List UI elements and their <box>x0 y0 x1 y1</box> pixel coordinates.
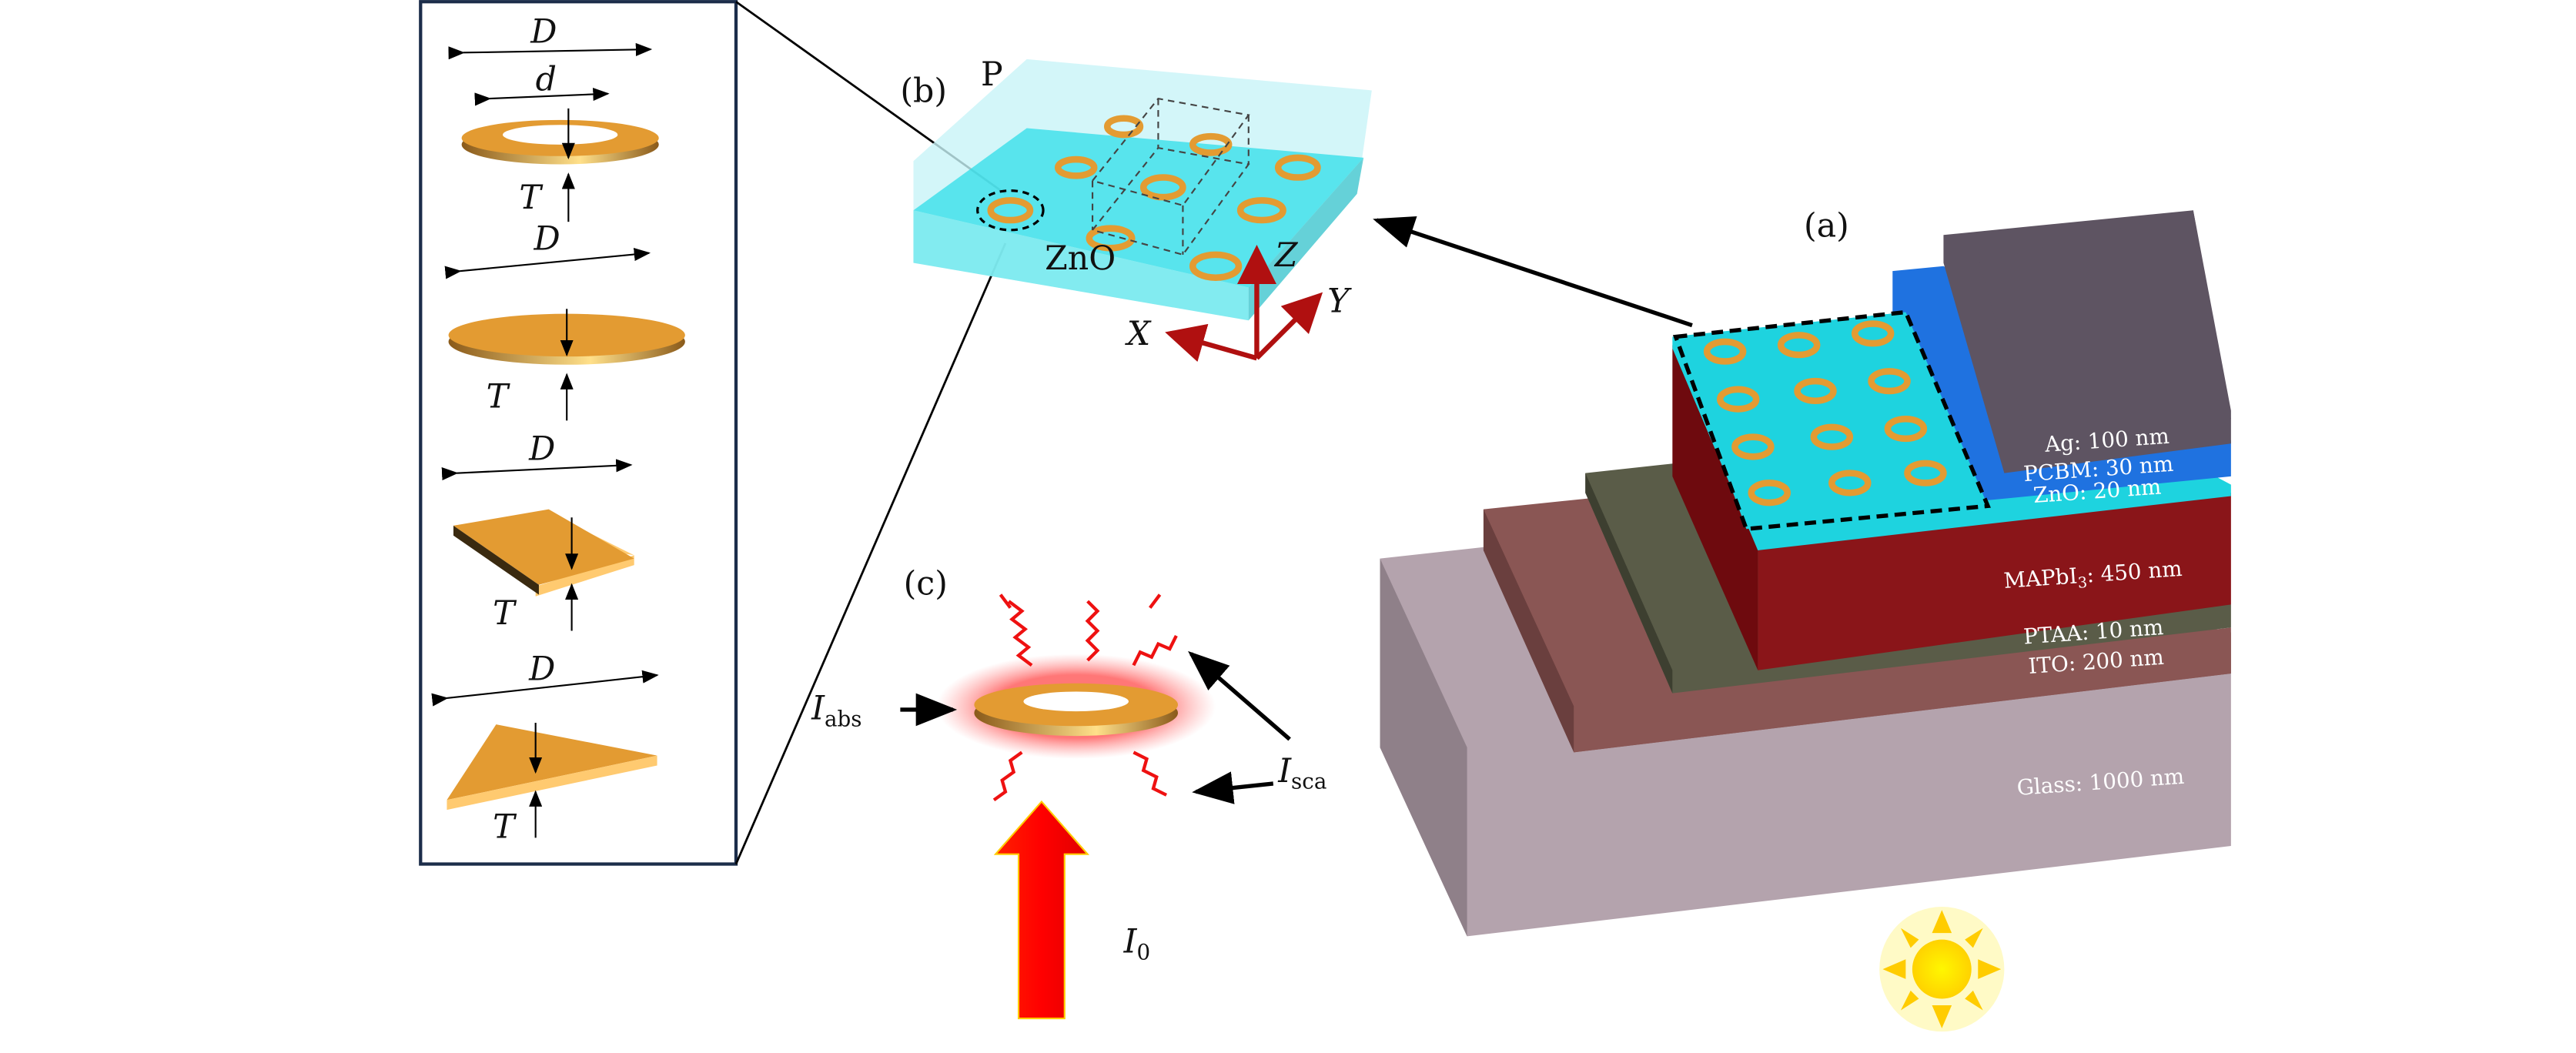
panel-b-label: (b) <box>900 72 947 110</box>
incident-intensity-label: I0 <box>1123 923 1151 965</box>
device-stack-panel: (a) Ag: 100 nm PCBM: 30 nm <box>1373 206 2231 1032</box>
shapes-panel: D d T D T D T <box>419 0 1007 866</box>
triangle-thickness-label: T <box>493 807 517 846</box>
scattering-panel: (c) Iabs Isca I0 <box>811 565 1326 1020</box>
z-axis-label: Z <box>1273 236 1299 275</box>
period-label: P <box>981 55 1003 94</box>
axes <box>1165 245 1323 363</box>
scattered-intensity-label: Isca <box>1277 752 1326 794</box>
y-axis-label: Y <box>1327 282 1352 321</box>
triangle-side-label: D <box>528 650 555 689</box>
ring-shape: D d T <box>448 13 659 222</box>
mapbi3-layer <box>1758 493 2231 670</box>
panel-a-label: (a) <box>1804 206 1849 245</box>
unit-cell-box <box>1091 97 1250 256</box>
absorbed-intensity-label: Iabs <box>811 690 861 732</box>
device-nanorings <box>1703 320 1947 506</box>
scattered-light-waves <box>992 593 1178 802</box>
incident-light-arrow <box>993 800 1090 1020</box>
ring-thickness-label: T <box>519 179 544 217</box>
panel-c-label: (c) <box>904 565 948 603</box>
square-plate-shape: D T <box>441 430 634 633</box>
triangle-plate-shape: D T <box>431 650 659 846</box>
square-thickness-label: T <box>493 594 517 633</box>
unit-cell-panel: (b) P ZnO X Y Z <box>900 55 1372 363</box>
highlighted-ring <box>976 189 1045 232</box>
ring-inner-diameter-label: d <box>536 60 557 99</box>
disk-diameter-label: D <box>534 219 560 258</box>
square-side-label: D <box>528 430 555 469</box>
disk-shape: D T <box>444 219 685 421</box>
sun-icon <box>1879 907 2005 1032</box>
material-label: ZnO <box>1045 239 1116 278</box>
layer-label-mapbi3: MAPbI3: 450 nm <box>2003 556 2183 597</box>
x-axis-label: X <box>1125 315 1152 353</box>
ring-outer-diameter-label: D <box>530 13 557 52</box>
disk-thickness-label: T <box>487 377 511 416</box>
